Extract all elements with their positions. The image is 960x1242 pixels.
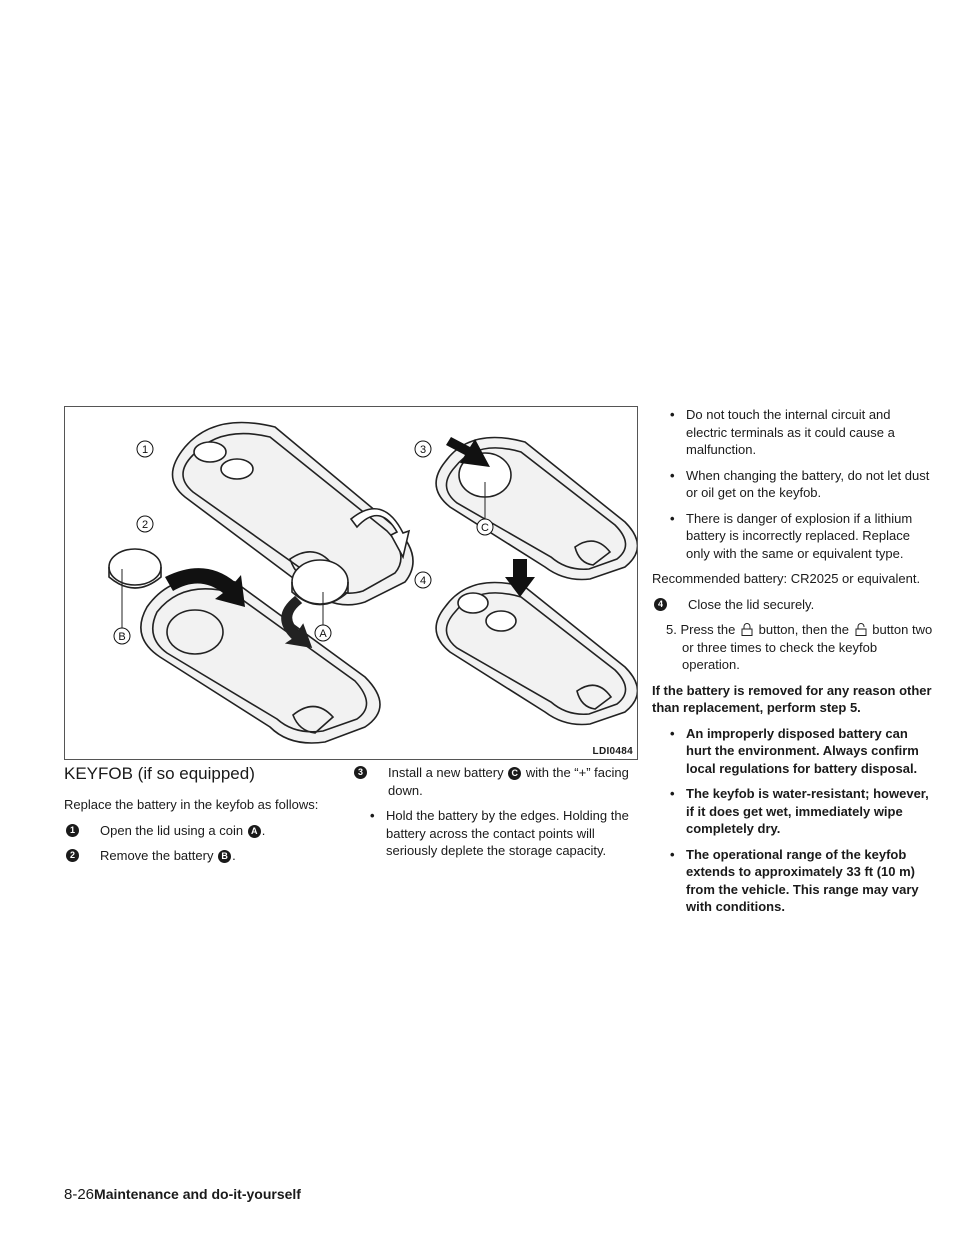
keyfob-illustration: 1 2 3 4 B A C <box>108 421 637 744</box>
ref-b: B <box>218 850 232 863</box>
bullet-range: •The operational range of the keyfob ext… <box>670 846 919 915</box>
bullet-water: •The keyfob is water-resistant; however,… <box>670 786 929 836</box>
right-column: •Do not touch the internal circuit and e… <box>652 406 934 924</box>
step-2-number: 2 <box>66 847 79 865</box>
label-a: A <box>319 628 327 640</box>
bullet-circuit: •Do not touch the internal circuit and e… <box>670 407 895 457</box>
label-c: C <box>481 522 489 534</box>
left-column: Replace the battery in the keyfob as fol… <box>64 796 336 873</box>
step-1: 1 Open the lid using a coin A. <box>64 822 336 840</box>
section-name: Maintenance and do-it-yourself <box>94 1186 301 1202</box>
step-3: 3 Install a new battery C with the “+” f… <box>352 764 640 799</box>
figure-id: LDI0484 <box>592 746 633 757</box>
step-5: 5. Press the button, then the button two… <box>666 622 933 672</box>
ref-a: A <box>247 824 261 838</box>
callout-3: 3 <box>420 444 426 456</box>
bullet-explosion: •There is danger of explosion if a lithi… <box>670 510 913 561</box>
step-2: 2 Remove the battery B. <box>64 847 336 865</box>
section-heading: KEYFOB (if so equipped) <box>64 764 255 783</box>
page-footer: 8-26Maintenance and do-it-yourself <box>64 1186 301 1203</box>
label-b: B <box>118 631 125 643</box>
intro-text: Replace the battery in the keyfob as fol… <box>64 797 319 812</box>
ref-c: C <box>508 767 522 780</box>
bullet-dust: •When changing the battery, do not let d… <box>670 467 930 501</box>
step-4-number: 4 <box>654 596 667 614</box>
middle-column: 3 Install a new battery C with the “+” f… <box>352 764 640 868</box>
keyfob-figure: 1 2 3 4 B A C LDI0484 <box>64 406 638 760</box>
lock-icon <box>741 623 753 636</box>
step-3-number: 3 <box>354 764 367 782</box>
step-4: 4 Close the lid securely. <box>652 596 934 614</box>
step-1-number: 1 <box>66 822 79 840</box>
callout-1: 1 <box>142 444 148 456</box>
callout-4: 4 <box>420 575 426 587</box>
bullet-disposal: •An improperly disposed battery can hurt… <box>670 725 919 776</box>
page-number: 8-26 <box>64 1186 95 1203</box>
battery-removed-note: If the battery is removed for any reason… <box>652 682 932 716</box>
recommended-battery: Recommended battery: CR2025 or equivalen… <box>652 571 921 586</box>
callout-2: 2 <box>142 519 148 531</box>
bullet-hold-edges: •Hold the battery by the edges. Holding … <box>370 808 629 858</box>
unlock-icon <box>855 623 867 636</box>
